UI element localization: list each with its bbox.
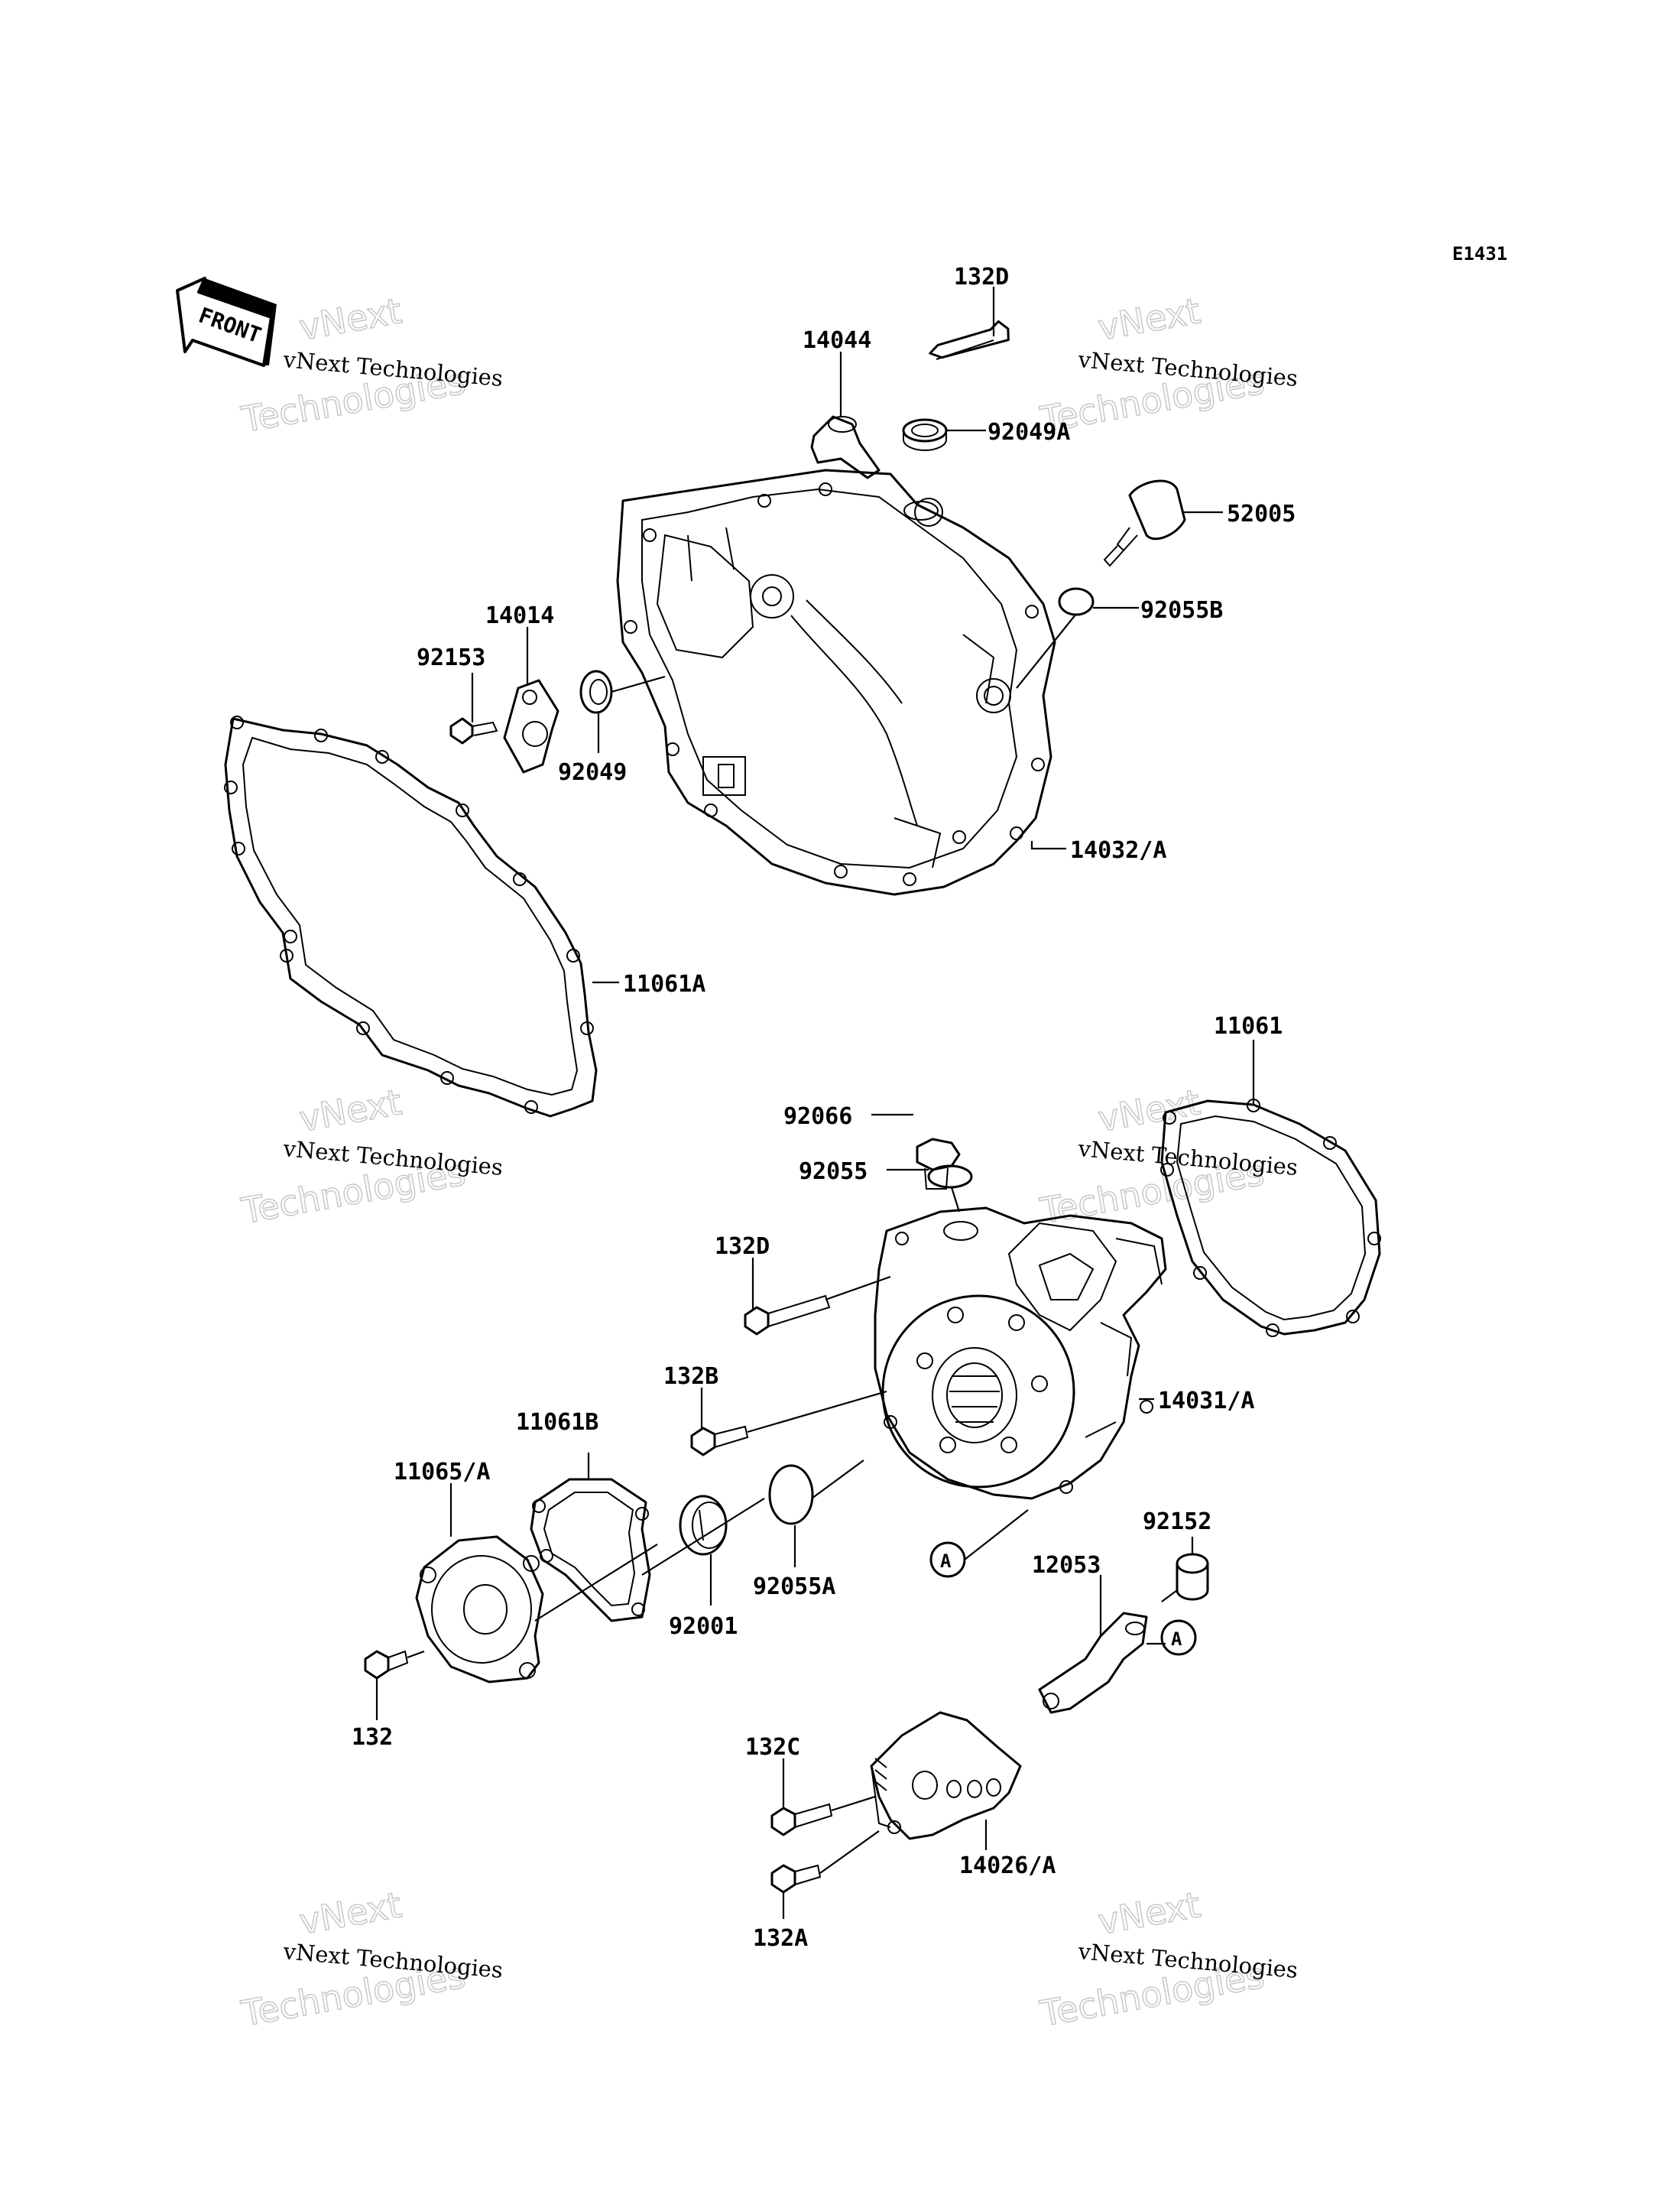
chain-guard-14026a: [870, 1711, 1022, 1840]
svg-text:vNext: vNext: [297, 1081, 405, 1140]
diagram-code: E1431: [1452, 243, 1507, 265]
label-14032a: 14032/A: [1070, 837, 1166, 864]
bracket-14044: [810, 415, 881, 479]
bolt-132d-mid: [744, 1294, 831, 1336]
svg-text:vNext: vNext: [297, 290, 405, 349]
label-14026a: 14026/A: [959, 1852, 1056, 1879]
label-12053: 12053: [1032, 1552, 1101, 1579]
gasket-11061: [1160, 1099, 1381, 1337]
drain-bolt-92066: [916, 1138, 961, 1190]
watermark-top-left: vNext Technologies vNext Technologies: [238, 290, 504, 441]
label-132d-mid: 132D: [715, 1233, 770, 1260]
bolt-132a: [770, 1864, 822, 1894]
bolt-132b: [690, 1425, 749, 1456]
crankcase-cover-14032a: [616, 469, 1056, 896]
label-92055a: 92055A: [753, 1573, 835, 1600]
svg-text:vNext: vNext: [1095, 1884, 1204, 1943]
generator-cover-14031a: [874, 1206, 1167, 1500]
oil-seal-92049: [579, 670, 613, 714]
bolt-132d-top: [929, 320, 1010, 360]
svg-text:A: A: [940, 1550, 952, 1572]
svg-text:vNext: vNext: [1095, 1081, 1204, 1140]
bolt-132c: [770, 1803, 833, 1836]
label-14031a: 14031/A: [1158, 1388, 1254, 1414]
label-132: 132: [352, 1724, 393, 1751]
label-14014: 14014: [485, 602, 554, 629]
label-132c: 132C: [745, 1734, 800, 1761]
watermark-bottom-right: vNext Technologies vNext Technologies: [1036, 1884, 1299, 2035]
part-labels: 132D 14044 92049A 52005 92055B 14014 921…: [352, 264, 1296, 1952]
svg-text:A: A: [1171, 1628, 1182, 1650]
label-92049: 92049: [558, 759, 627, 786]
watermark-bottom-left: vNext Technologies vNext Technologies: [238, 1884, 504, 2035]
plate-14014: [503, 679, 559, 774]
gasket-11061a: [224, 716, 598, 1118]
label-92152: 92152: [1143, 1508, 1211, 1535]
leader-lines: [375, 287, 1255, 1919]
gasket-11061b: [530, 1478, 651, 1622]
reference-a-upper: A: [1160, 1619, 1197, 1656]
label-52005: 52005: [1227, 501, 1296, 528]
label-11061: 11061: [1214, 1013, 1283, 1040]
label-11061b: 11061B: [516, 1409, 598, 1436]
cover-11065a: [415, 1535, 544, 1683]
label-92055b: 92055B: [1140, 597, 1223, 624]
label-132a: 132A: [753, 1925, 808, 1952]
dipstick-cap-52005: [1103, 479, 1186, 567]
o-ring-92055: [927, 1164, 973, 1189]
label-92001: 92001: [669, 1613, 738, 1640]
o-ring-92055b: [1058, 587, 1095, 616]
bolt-132: [364, 1650, 409, 1680]
reference-a-lower: A: [929, 1541, 966, 1578]
oil-seal-92049a: [902, 418, 948, 451]
label-92153: 92153: [417, 644, 485, 671]
watermark-top-right: vNext Technologies vNext Technologies: [1036, 290, 1299, 441]
plug-92001: [679, 1495, 728, 1556]
svg-text:vNext: vNext: [1095, 290, 1204, 349]
label-92049a: 92049A: [988, 419, 1070, 446]
label-92066: 92066: [783, 1103, 852, 1130]
collar-92152: [1176, 1553, 1209, 1601]
label-14044: 14044: [803, 327, 871, 354]
label-132b: 132B: [663, 1363, 718, 1390]
watermark-mid-left: vNext Technologies vNext Technologies: [238, 1081, 504, 1232]
front-arrow-icon: FRONT: [176, 277, 277, 367]
label-92055: 92055: [799, 1158, 868, 1185]
svg-text:vNext: vNext: [297, 1884, 405, 1943]
o-ring-92055a: [768, 1464, 814, 1525]
label-11065a: 11065/A: [394, 1459, 490, 1485]
bracket-12053: [1038, 1612, 1148, 1714]
bolt-92153: [449, 717, 498, 745]
label-132d-top: 132D: [954, 264, 1009, 291]
label-11061a: 11061A: [623, 971, 705, 998]
